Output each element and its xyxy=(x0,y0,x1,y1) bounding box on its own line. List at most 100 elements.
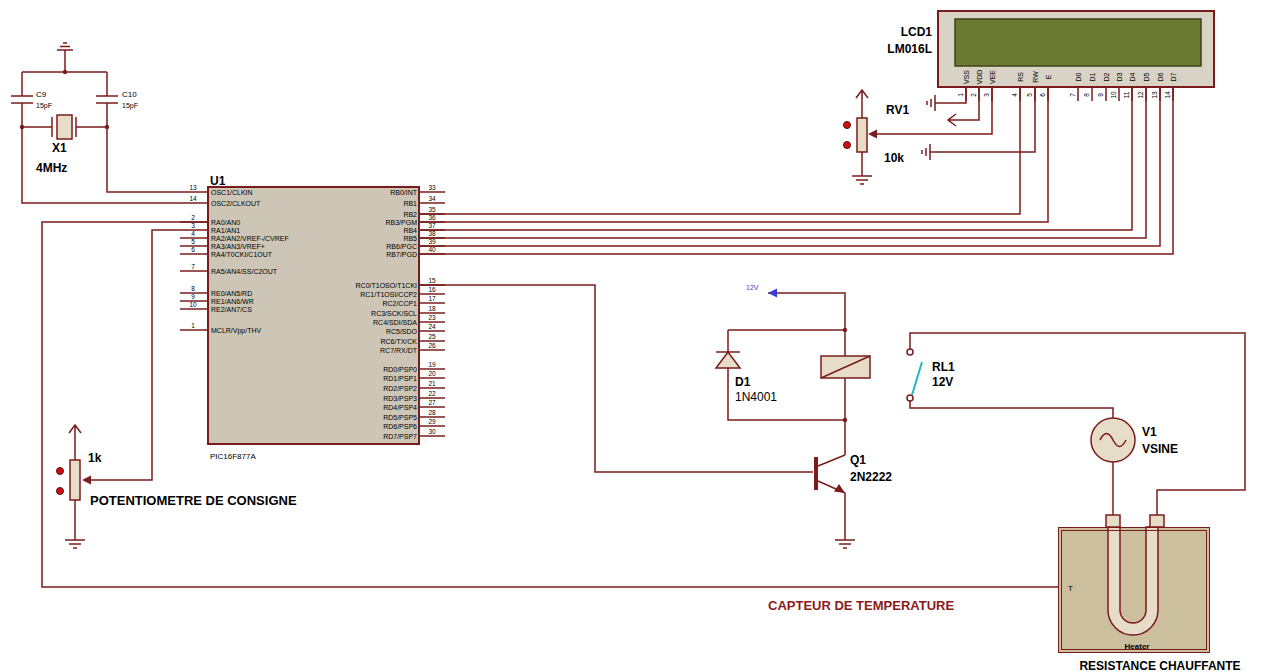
component-ref: V1 xyxy=(1142,426,1157,438)
relay-contact-and-mains xyxy=(907,349,913,355)
pin-stubs xyxy=(965,88,967,101)
relay-contact-and-mains xyxy=(907,395,913,401)
component-value: 1N4001 xyxy=(735,391,777,403)
contrast-potentiometer xyxy=(868,130,877,139)
component-value: 2N2222 xyxy=(850,471,892,483)
pin-number: 16 xyxy=(428,286,435,293)
pin-number: 8 xyxy=(191,285,195,292)
pin-name: E xyxy=(1045,75,1052,80)
component-value: 15pF xyxy=(122,102,138,109)
component-value: VSINE xyxy=(1142,443,1178,455)
pin-number: 24 xyxy=(428,323,435,330)
pin-number: 33 xyxy=(428,184,435,191)
relay-driver xyxy=(716,352,740,368)
pin-stubs xyxy=(1118,88,1120,101)
heater-body xyxy=(1108,527,1158,635)
pin-name: VSS xyxy=(963,70,970,84)
component-value: 1k xyxy=(88,452,101,464)
component-value: 12V xyxy=(932,376,953,388)
pin-name: D4 xyxy=(1129,73,1136,82)
pin-name: RB4 xyxy=(403,227,417,234)
pin-name: RS xyxy=(1017,72,1024,82)
pin-number: 23 xyxy=(428,314,435,321)
pin-name: RD1/PSP1 xyxy=(383,375,417,382)
pin-name: RD3/PSP3 xyxy=(383,395,417,402)
pin-number: 2 xyxy=(971,93,978,97)
component-value: 15pF xyxy=(36,102,52,109)
pin-number: 17 xyxy=(428,295,435,302)
pin-stubs xyxy=(420,202,445,204)
contrast-potentiometer xyxy=(844,142,851,149)
wire xyxy=(420,88,1160,246)
relay-contact-and-mains xyxy=(912,362,922,395)
pin-name: RC5/SDO xyxy=(386,328,417,335)
pin-number: 2 xyxy=(191,214,195,221)
pin-name: RD5/PSP5 xyxy=(383,414,417,421)
pin-number: 22 xyxy=(428,390,435,397)
relay-driver xyxy=(821,356,870,378)
pin-name: RE2/AN7/CS xyxy=(211,306,252,313)
pin-number: 19 xyxy=(428,361,435,368)
crystal-circuit xyxy=(57,115,72,139)
pin-stubs xyxy=(420,349,445,351)
contrast-potentiometer xyxy=(857,118,867,152)
pin-number: 18 xyxy=(428,305,435,312)
pin-stubs xyxy=(991,88,993,101)
pin-name: RW xyxy=(1032,71,1039,83)
relay-driver xyxy=(814,457,818,490)
relay-driver xyxy=(821,356,870,378)
pin-number: 26 xyxy=(428,342,435,349)
pin-number: 40 xyxy=(428,246,435,253)
component-ref: RV1 xyxy=(886,104,909,116)
pin-stubs xyxy=(420,425,445,427)
pin-number: 6 xyxy=(191,246,195,253)
caption-label: POTENTIOMETRE DE CONSIGNE xyxy=(90,494,297,507)
setpoint-potentiometer xyxy=(57,488,64,495)
lcd-module-body xyxy=(937,10,1215,88)
caption-label: CAPTEUR DE TEMPERATURE xyxy=(768,599,954,612)
component-ref: Q1 xyxy=(850,454,866,466)
pin-stubs xyxy=(180,191,207,193)
heater-body xyxy=(1058,527,1210,653)
pin-stubs xyxy=(1077,88,1079,101)
wire xyxy=(420,88,1048,222)
heater-body xyxy=(1106,515,1120,527)
pin-name: RC3/SCK/SCL xyxy=(371,310,417,317)
pin-number: 10 xyxy=(189,301,196,308)
crystal-circuit xyxy=(20,125,24,129)
pin-stubs xyxy=(1034,88,1036,101)
component-ref: C10 xyxy=(122,91,137,99)
relay-contact-and-mains xyxy=(907,333,1245,515)
pin-number: 10 xyxy=(1111,91,1118,98)
pin-number: 3 xyxy=(984,93,991,97)
relay-contact-and-mains xyxy=(1100,434,1126,447)
pin-name: RA5/AN4/SS/C2OUT xyxy=(211,268,277,275)
pin-name: RC6/TX/CK xyxy=(380,338,417,345)
pin-number: 29 xyxy=(428,418,435,425)
pin-name: D3 xyxy=(1116,73,1123,82)
pin-number: 4 xyxy=(1012,93,1019,97)
pin-name: RB2 xyxy=(403,211,417,218)
pin-name: MCLR/Vpp/THV xyxy=(211,327,261,334)
pin-name: OSC2/CLKOUT xyxy=(211,200,260,207)
pin-name: RE1/AN6/WR xyxy=(211,298,254,305)
setpoint-potentiometer xyxy=(57,468,64,475)
pin-stubs xyxy=(420,191,445,193)
pin-name: RC1/T1OSI/CCP2 xyxy=(360,291,417,298)
pin-stubs xyxy=(180,253,207,255)
pin-number: 7 xyxy=(1070,93,1077,97)
pin-name: D0 xyxy=(1075,73,1082,82)
wire xyxy=(420,88,1146,238)
pin-number: 13 xyxy=(1152,91,1159,98)
pin-name: RA4/T0CKI/C1OUT xyxy=(211,251,272,258)
pin-name: RC0/T1OSO/T1CKI xyxy=(356,282,417,289)
pin-stubs xyxy=(180,308,207,310)
power-label: 12V xyxy=(746,284,758,291)
pin-stubs xyxy=(180,202,207,204)
pin-number: 34 xyxy=(428,195,435,202)
pin-name: RD7/PSP7 xyxy=(383,433,417,440)
pin-name: RC2/CCP1 xyxy=(382,300,417,307)
lcd-module-body xyxy=(937,10,1215,88)
